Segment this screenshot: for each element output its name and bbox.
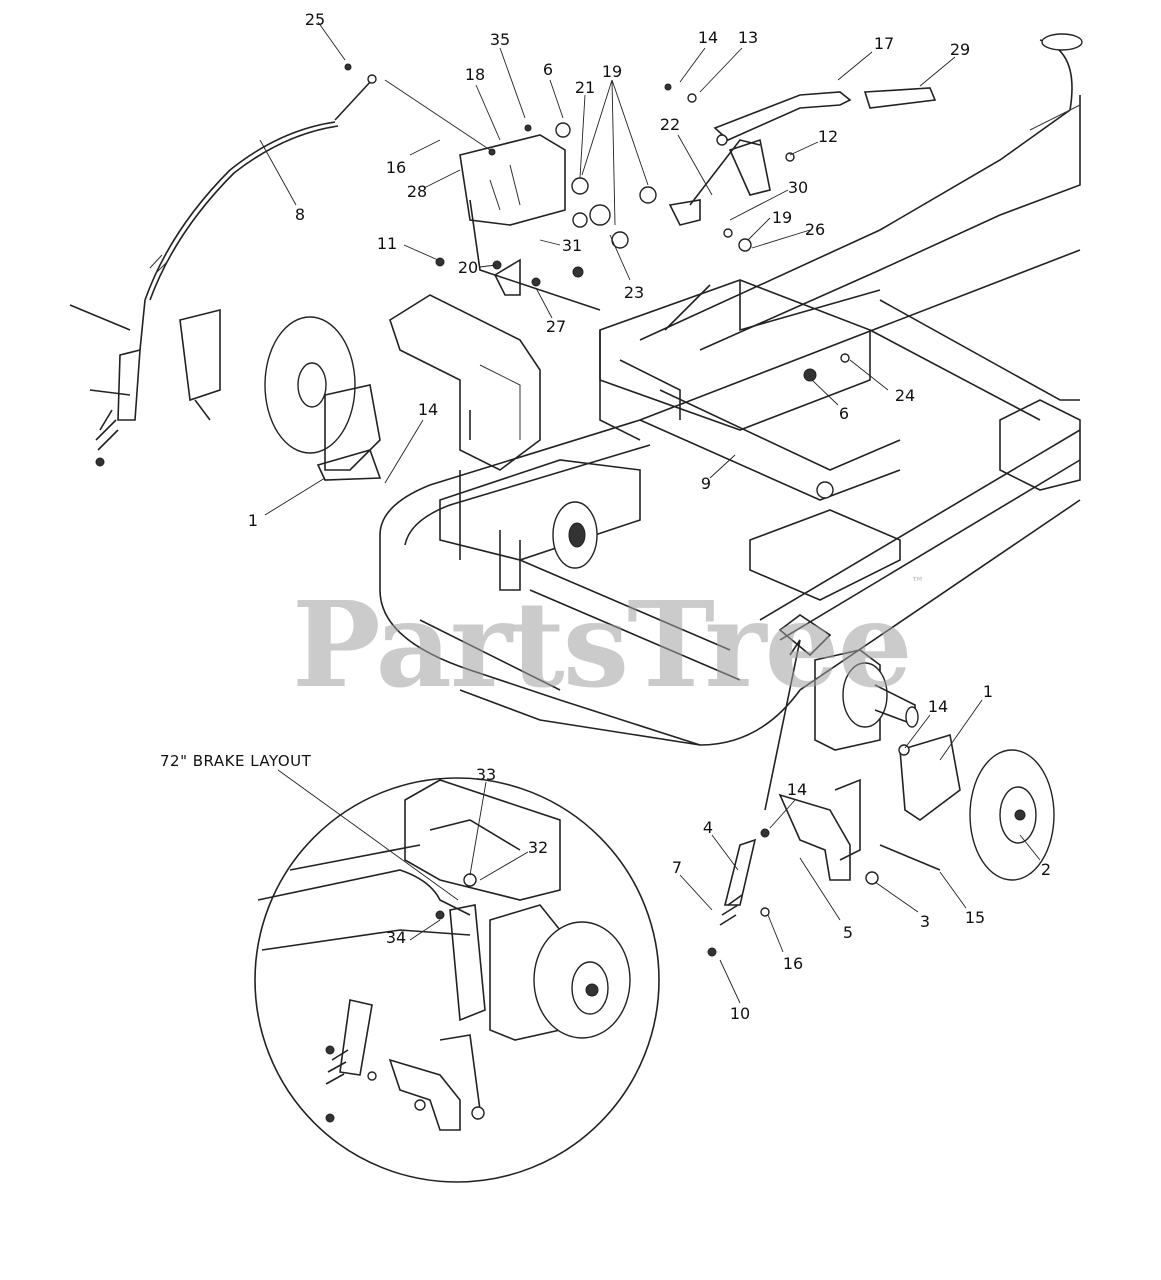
watermark: PartsTree™	[292, 575, 925, 714]
callout-35[interactable]: 35	[489, 30, 511, 49]
callout-31[interactable]: 31	[561, 236, 583, 255]
right-brake-parts	[707, 614, 1055, 957]
callout-8[interactable]: 8	[294, 205, 306, 224]
center-brackets	[389, 294, 681, 471]
callout-23[interactable]: 23	[623, 283, 645, 302]
callout-29[interactable]: 29	[949, 40, 971, 59]
callout-4[interactable]: 4	[702, 818, 714, 837]
callout-14[interactable]: 14	[697, 28, 719, 47]
callout-19-lower[interactable]: 19	[771, 208, 793, 227]
left-brake-parts	[69, 299, 382, 481]
callout-27[interactable]: 27	[545, 317, 567, 336]
callout-22[interactable]: 22	[659, 115, 681, 134]
callout-18[interactable]: 18	[464, 65, 486, 84]
inset-title: 72" BRAKE LAYOUT	[160, 752, 312, 770]
callout-9[interactable]: 9	[700, 474, 712, 493]
callout-21[interactable]: 21	[574, 78, 596, 97]
callout-6[interactable]: 6	[542, 60, 554, 79]
callout-20[interactable]: 20	[457, 258, 479, 277]
callout-5[interactable]: 5	[842, 923, 854, 942]
frame-crossmembers	[439, 279, 1081, 601]
callout-16[interactable]: 16	[385, 158, 407, 177]
callout-16-lower[interactable]: 16	[782, 954, 804, 973]
brake-layout-inset	[254, 777, 660, 1183]
pedal-linkage	[435, 83, 937, 499]
callout-14-left[interactable]: 14	[417, 400, 439, 419]
trademark-mark: ™	[910, 575, 925, 591]
callout-7[interactable]: 7	[671, 858, 683, 877]
callout-17[interactable]: 17	[873, 34, 895, 53]
callout-14-hub[interactable]: 14	[927, 697, 949, 716]
callout-32[interactable]: 32	[527, 838, 549, 857]
callout-26[interactable]: 26	[804, 220, 826, 239]
callout-12[interactable]: 12	[817, 127, 839, 146]
callout-1-left[interactable]: 1	[247, 511, 259, 530]
callout-11[interactable]: 11	[376, 234, 398, 253]
center-hub	[552, 501, 598, 569]
callout-10[interactable]: 10	[729, 1004, 751, 1023]
callout-30[interactable]: 30	[787, 178, 809, 197]
mower-frame	[379, 33, 1083, 746]
watermark-text: PartsTree	[292, 575, 913, 714]
brake-cable	[144, 63, 377, 301]
callout-1-right[interactable]: 1	[982, 682, 994, 701]
callout-15[interactable]: 15	[964, 908, 986, 927]
callout-3[interactable]: 3	[919, 912, 931, 931]
callout-2[interactable]: 2	[1040, 860, 1052, 879]
callout-24[interactable]: 24	[894, 386, 916, 405]
callout-leader-lines	[259, 21, 1041, 1004]
callout-34[interactable]: 34	[385, 928, 407, 947]
callout-19[interactable]: 19	[601, 62, 623, 81]
callout-14-bracket[interactable]: 14	[786, 780, 808, 799]
callout-33[interactable]: 33	[475, 765, 497, 784]
callout-28[interactable]: 28	[406, 182, 428, 201]
callout-25[interactable]: 25	[304, 10, 326, 29]
callout-6-lower[interactable]: 6	[838, 404, 850, 423]
callout-13[interactable]: 13	[737, 28, 759, 47]
